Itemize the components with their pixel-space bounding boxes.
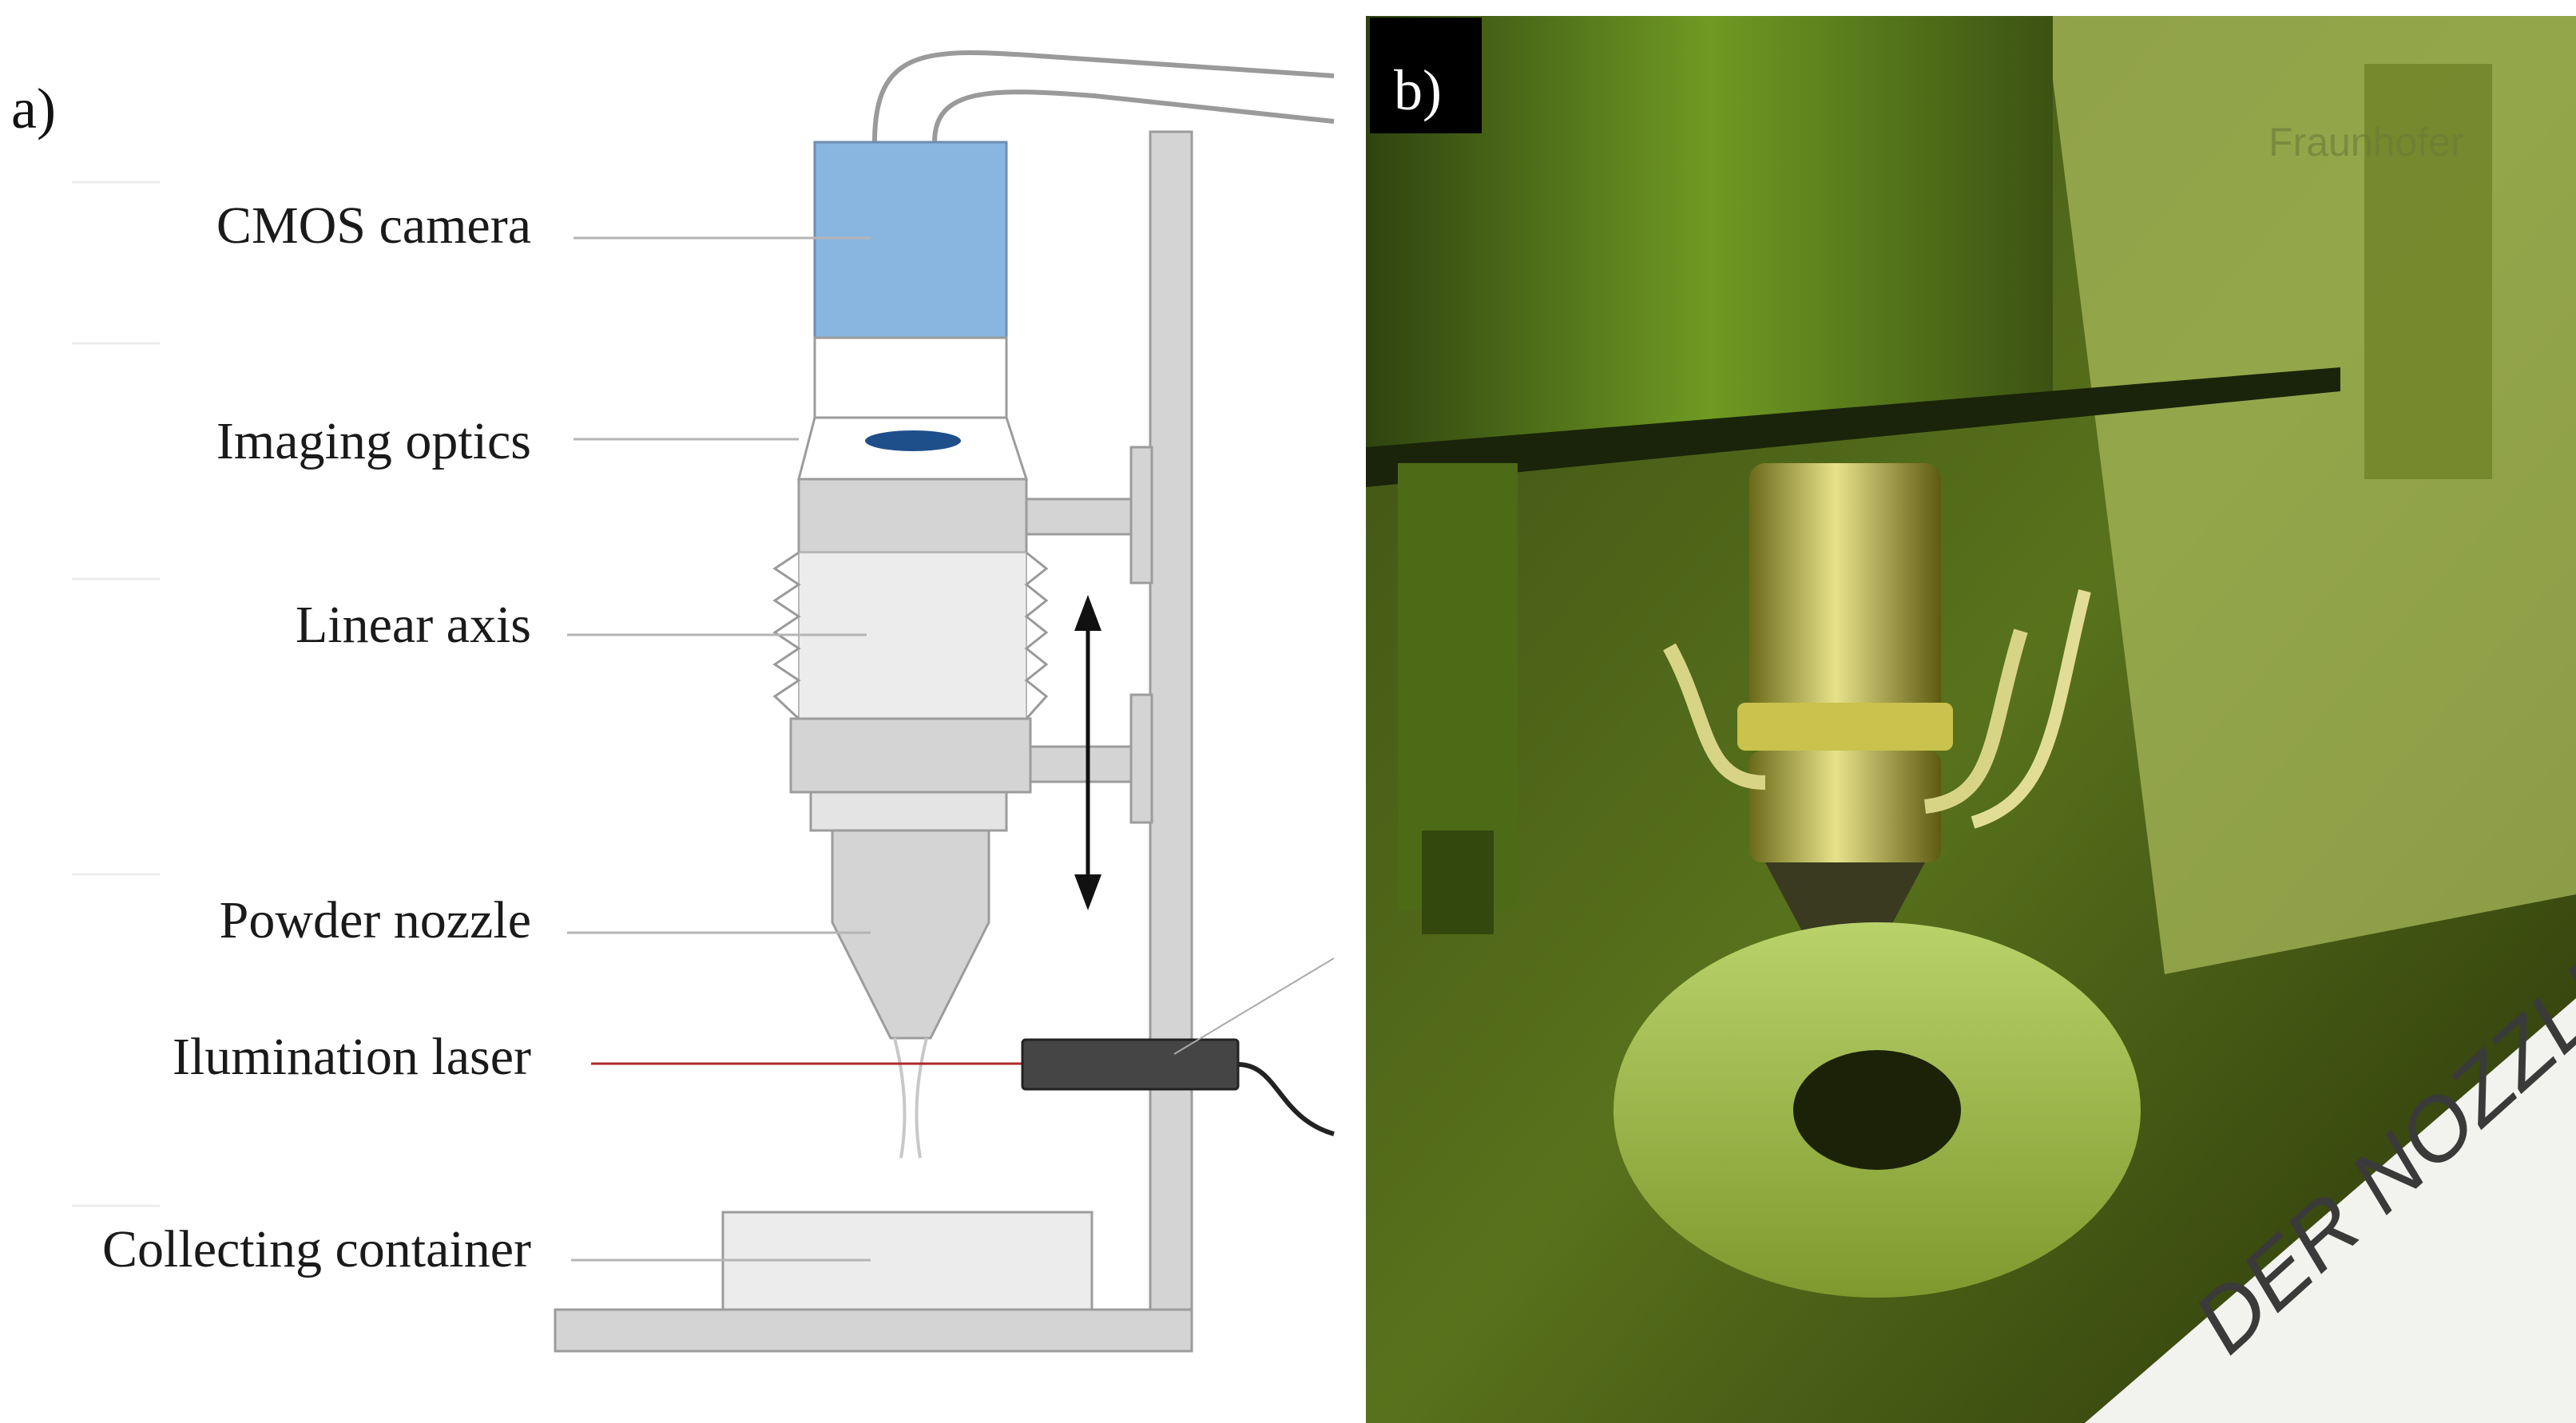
frame-base [554,1308,1193,1353]
schematic-diagram [72,50,1335,1353]
panel-a-labels: CMOS camera Imaging optics Linear axis P… [0,0,531,1423]
laser-cable [1237,1062,1335,1136]
label-linear-axis: Linear axis [295,596,531,654]
disc-hole [1793,1050,1961,1170]
arrow-head-down [1074,874,1101,910]
nozzle-ring [1737,703,1953,751]
imaging-lens [865,430,961,451]
camera-cable-2 [932,89,1335,143]
upper-mount-arm [1021,497,1136,536]
nozzle-lower-cylinder [1749,751,1941,862]
lower-mount-plate [1129,693,1153,824]
lower-block [789,717,1032,794]
frame-upright [1149,130,1193,1315]
camera-cable-1 [872,50,1335,143]
lower-mount-arm [1029,745,1136,783]
powder-jet [893,1037,928,1159]
panel-b-letter: b) [1394,58,1442,122]
label-imaging-optics: Imaging optics [216,412,531,470]
fraunhofer-logo: Fraunhofer [2268,120,2464,164]
sign-board [2085,998,2576,1423]
powder-tube-right-2 [1971,589,2091,829]
bellows-right [1024,551,1049,719]
upper-block [797,478,1028,554]
upper-mount-plate [1129,446,1153,585]
arrow-head-up [1074,595,1101,631]
powder-nozzle [831,829,990,1040]
panel-b-letter-box [1370,18,1482,133]
label-collecting-container: Collecting container [102,1220,531,1278]
camera-lower-housing [813,336,1008,419]
panel-a-letter: a) [11,77,56,141]
window-frame [2364,64,2492,479]
machine-head [1366,16,2053,463]
powder-tube-right [1923,628,2028,814]
side-bracket-detail [1422,830,1494,934]
nozzle-upper-cylinder [1749,463,1941,727]
laser-pointer-line [1173,957,1335,1055]
nozzle-collar [809,791,1008,832]
cmos-camera [813,141,1008,339]
powder-tube-left [1663,643,1766,790]
label-cmos-camera: CMOS camera [216,196,531,255]
label-illumination-laser: Ilumination laser [172,1028,531,1086]
head-lower-edge [1366,367,2340,487]
bellows-left [772,551,801,720]
photo-nozzle: DER NOZZLE Fraunhofer [1366,16,2576,1423]
nozzle-cone [1765,862,1925,974]
illumination-laser [1021,1038,1240,1091]
label-powder-nozzle: Powder nozzle [219,891,531,949]
